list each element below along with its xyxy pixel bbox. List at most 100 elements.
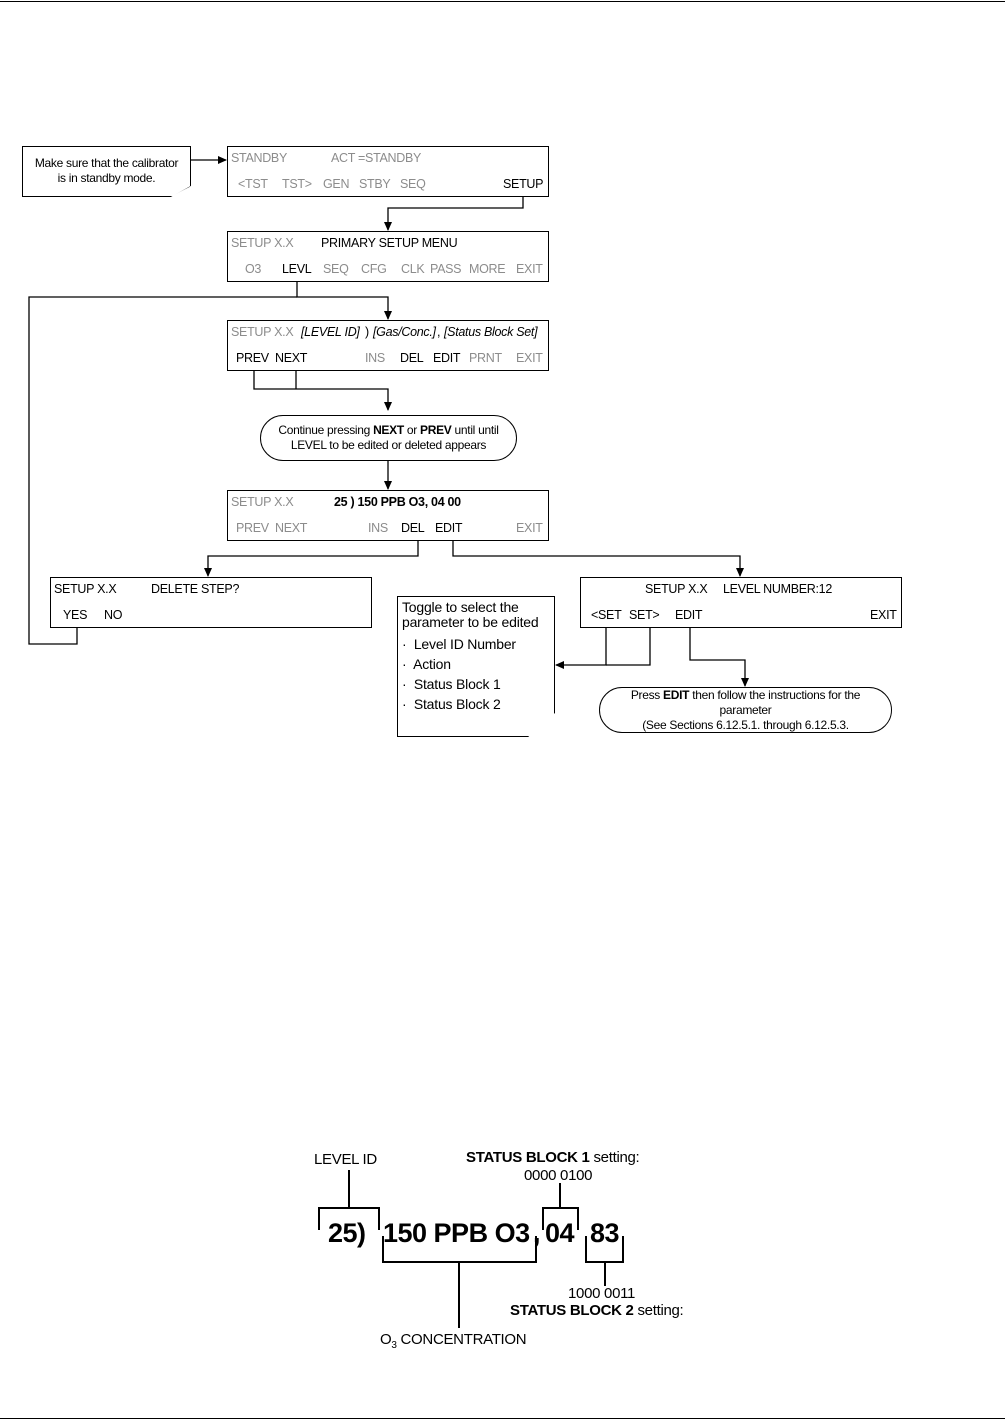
standby-note-line2: is in standby mode. bbox=[57, 171, 156, 185]
edit-text-c: then follow the instructions for the bbox=[689, 688, 861, 702]
toggle-item-status-block-2: · Status Block 2 bbox=[402, 696, 501, 712]
status-block-1-label: STATUS BLOCK 1 setting: bbox=[466, 1149, 640, 1166]
key-tst-prev[interactable]: <TST bbox=[238, 177, 268, 191]
key-next-4[interactable]: NEXT bbox=[275, 521, 308, 535]
key-exit-level[interactable]: EXIT bbox=[870, 608, 897, 622]
key-o3[interactable]: O3 bbox=[245, 262, 262, 276]
screen3-status-block-set: [Status Block Set] bbox=[444, 325, 538, 339]
toggle-parameter-note bbox=[397, 596, 555, 737]
continue-text-e: until until bbox=[451, 423, 499, 437]
top-rule bbox=[0, 1, 1005, 2]
status-block-2-bits: 1000 0011 bbox=[568, 1285, 636, 1302]
screen3-level-id: [LEVEL ID] bbox=[301, 325, 360, 339]
toggle-note-content: Toggle to select the parameter to be edi… bbox=[402, 600, 550, 714]
decode-comma: , bbox=[533, 1218, 541, 1248]
status-block-2-rest: setting: bbox=[633, 1302, 684, 1319]
o3-concentration-text: CONCENTRATION bbox=[396, 1331, 527, 1348]
toggle-note-head: Toggle to select the parameter to be edi… bbox=[402, 599, 539, 630]
key-setup[interactable]: SETUP bbox=[503, 177, 544, 191]
key-tst-next[interactable]: TST> bbox=[282, 177, 312, 191]
screen-level-list bbox=[227, 320, 549, 371]
continue-text-a: Continue pressing bbox=[278, 423, 374, 437]
toggle-item-action-label: Action bbox=[413, 656, 451, 672]
key-edit-4[interactable]: EDIT bbox=[435, 521, 463, 535]
screen-standby bbox=[227, 146, 549, 197]
screen-standby-status: STANDBY bbox=[231, 151, 288, 165]
delete-left: SETUP X.X bbox=[54, 582, 117, 596]
o3-concentration-label: O3 CONCENTRATION bbox=[380, 1331, 527, 1351]
level-id-label: LEVEL ID bbox=[314, 1151, 377, 1168]
key-edit[interactable]: EDIT bbox=[433, 351, 461, 365]
key-yes[interactable]: YES bbox=[63, 608, 88, 622]
key-clk[interactable]: CLK bbox=[401, 262, 425, 276]
screen2-left: SETUP X.X bbox=[231, 236, 294, 250]
key-more[interactable]: MORE bbox=[469, 262, 506, 276]
level-title: LEVEL NUMBER:12 bbox=[723, 582, 832, 596]
decode-status-block-2: 83 bbox=[590, 1218, 620, 1248]
screen4-left: SETUP X.X bbox=[231, 495, 294, 509]
key-prev-4[interactable]: PREV bbox=[236, 521, 269, 535]
key-seq[interactable]: SEQ bbox=[400, 177, 426, 191]
continue-text-c: or bbox=[403, 423, 421, 437]
screen-primary-setup bbox=[227, 231, 549, 282]
toggle-item-action: · Action bbox=[402, 656, 451, 672]
key-prnt[interactable]: PRNT bbox=[469, 351, 502, 365]
key-prev[interactable]: PREV bbox=[236, 351, 269, 365]
key-seq-2[interactable]: SEQ bbox=[323, 262, 349, 276]
key-no[interactable]: NO bbox=[104, 608, 123, 622]
bottom-rule bbox=[0, 1418, 1005, 1419]
delete-title: DELETE STEP? bbox=[151, 582, 240, 596]
status-block-1-bold: STATUS BLOCK 1 bbox=[466, 1149, 590, 1166]
screen3-gas-conc: [Gas/Conc.] bbox=[373, 325, 436, 339]
screen2-title: PRIMARY SETUP MENU bbox=[321, 236, 458, 250]
edit-line3: (See Sections 6.12.5.1. through 6.12.5.3… bbox=[642, 718, 849, 732]
status-block-1-rest: setting: bbox=[589, 1149, 640, 1166]
key-edit-level[interactable]: EDIT bbox=[675, 608, 703, 622]
key-ins-4[interactable]: INS bbox=[368, 521, 388, 535]
status-block-2-bold: STATUS BLOCK 2 bbox=[510, 1302, 634, 1319]
screen-standby-act: ACT =STANDBY bbox=[331, 151, 422, 165]
screen4-title: 25 ) 150 PPB O3, 04 00 bbox=[334, 495, 461, 509]
standby-note-line1: Make sure that the calibrator bbox=[34, 156, 179, 170]
decode-level-id: 25) bbox=[328, 1218, 366, 1248]
status-block-1-bits: 0000 0100 bbox=[524, 1167, 593, 1184]
decode-status-block-1: 04 bbox=[545, 1218, 575, 1248]
continue-line2: LEVEL to be edited or deleted appears bbox=[290, 438, 487, 452]
toggle-item-status-block-1: · Status Block 1 bbox=[402, 676, 501, 692]
screen-level-number bbox=[580, 577, 902, 628]
edit-line2: parameter bbox=[719, 703, 772, 717]
key-del[interactable]: DEL bbox=[400, 351, 424, 365]
key-exit-2[interactable]: EXIT bbox=[516, 262, 543, 276]
toggle-item-status-block-1-label: Status Block 1 bbox=[413, 676, 501, 692]
screen3-paren: ) bbox=[365, 325, 369, 339]
key-ins[interactable]: INS bbox=[365, 351, 385, 365]
key-next[interactable]: NEXT bbox=[275, 351, 308, 365]
key-pass[interactable]: PASS bbox=[430, 262, 462, 276]
decode-concentration: 150 PPB O3 bbox=[383, 1218, 530, 1248]
key-exit-3[interactable]: EXIT bbox=[516, 351, 543, 365]
key-set-prev[interactable]: <SET bbox=[591, 608, 622, 622]
key-levl[interactable]: LEVL bbox=[282, 262, 312, 276]
continue-pressing-note: Continue pressing NEXT or PREV until unt… bbox=[260, 415, 517, 461]
toggle-item-level-id-label: Level ID Number bbox=[413, 636, 516, 652]
toggle-item-status-block-2-label: Status Block 2 bbox=[413, 696, 501, 712]
standby-note: Make sure that the calibrator is in stan… bbox=[22, 146, 191, 197]
key-stby[interactable]: STBY bbox=[359, 177, 391, 191]
status-block-2-label: STATUS BLOCK 2 setting: bbox=[510, 1302, 684, 1319]
key-cfg[interactable]: CFG bbox=[361, 262, 387, 276]
screen-delete-step bbox=[50, 577, 372, 628]
key-del-4[interactable]: DEL bbox=[401, 521, 425, 535]
screen-level-selected bbox=[227, 490, 549, 541]
edit-text-bold: EDIT bbox=[663, 688, 690, 702]
o3-subscript: 3 bbox=[391, 1340, 397, 1351]
level-left: SETUP X.X bbox=[645, 582, 708, 596]
key-set-next[interactable]: SET> bbox=[629, 608, 660, 622]
key-exit-4[interactable]: EXIT bbox=[516, 521, 543, 535]
screen3-left: SETUP X.X bbox=[231, 325, 294, 339]
toggle-item-level-id: · Level ID Number bbox=[402, 636, 516, 652]
press-edit-note: Press EDIT then follow the instructions … bbox=[599, 687, 892, 733]
continue-prev: PREV bbox=[420, 423, 452, 437]
edit-text-a: Press bbox=[630, 688, 664, 702]
key-gen[interactable]: GEN bbox=[323, 177, 350, 191]
o3-letter: O bbox=[380, 1331, 392, 1348]
